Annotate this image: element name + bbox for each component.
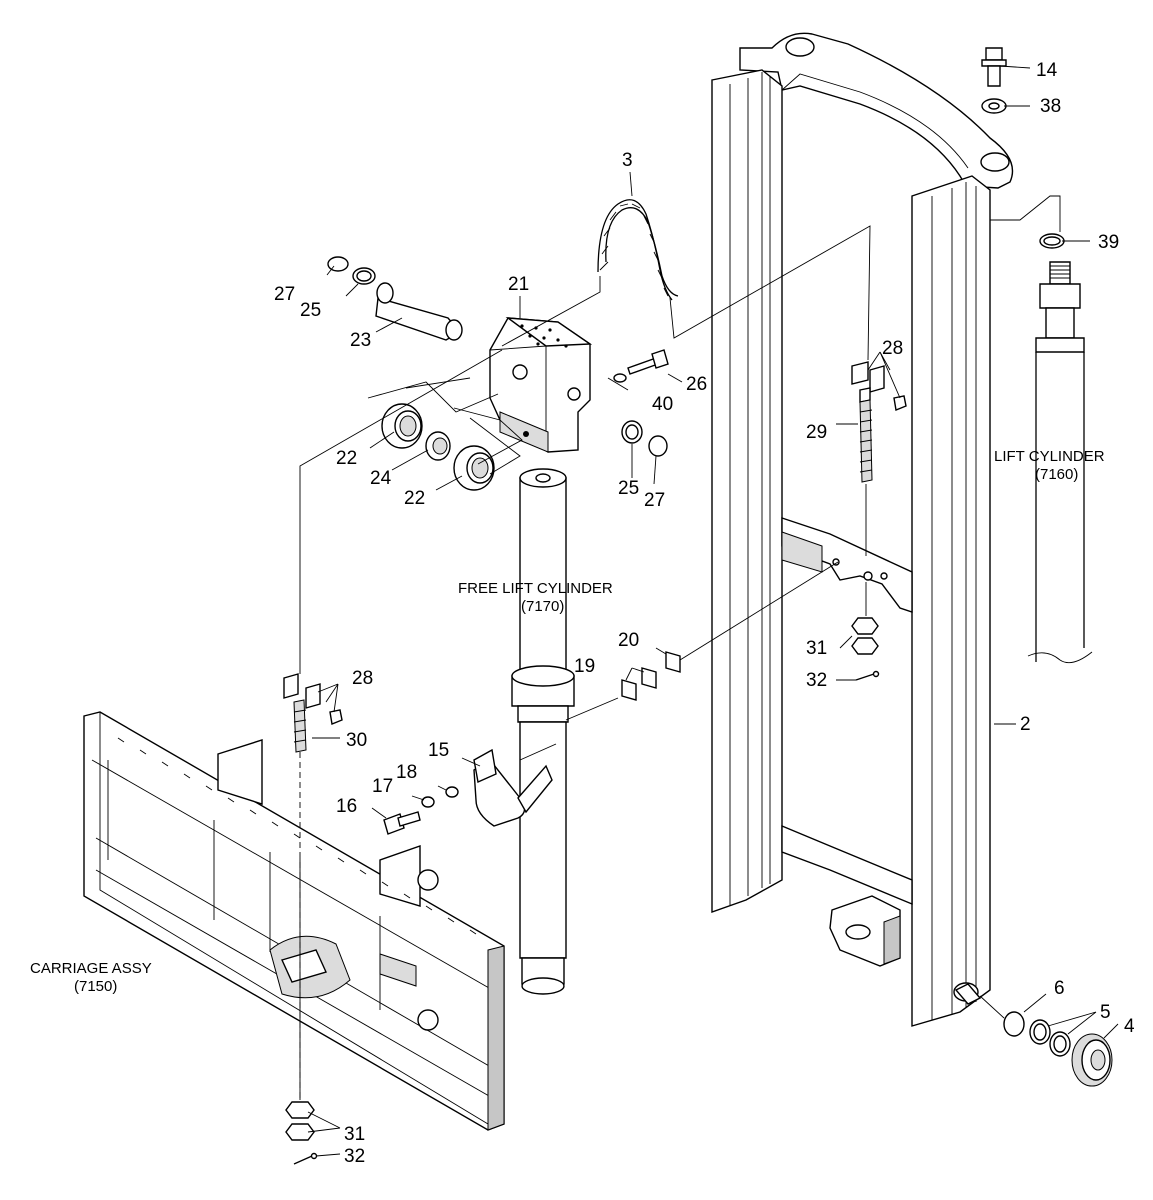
callout-16: 16 [336, 796, 357, 817]
callout-25-lower: 25 [618, 478, 639, 499]
callout-32-lower: 32 [344, 1146, 365, 1167]
callout-25-upper: 25 [300, 300, 321, 321]
callout-27-lower: 27 [644, 490, 665, 511]
callout-21: 21 [508, 274, 529, 295]
callout-38: 38 [1040, 96, 1061, 117]
callout-40: 40 [652, 394, 673, 415]
carriage-assy-code: (7150) [74, 978, 117, 995]
callout-26: 26 [686, 374, 707, 395]
callout-14: 14 [1036, 60, 1058, 81]
carriage-assembly [83, 711, 505, 1131]
callout-19: 19 [574, 656, 595, 677]
callout-32-middle: 32 [806, 670, 827, 691]
callout-15: 15 [428, 740, 449, 761]
lift-cylinder-code: (7160) [1035, 466, 1078, 483]
callout-6: 6 [1054, 978, 1065, 999]
callout-31-lower: 31 [344, 1124, 365, 1145]
small-parts [283, 47, 1113, 1165]
callout-24: 24 [370, 468, 392, 489]
callout-18: 18 [396, 762, 417, 783]
callout-30: 30 [346, 730, 367, 751]
callout-28-lower: 28 [352, 668, 373, 689]
callout-labels: 14 38 39 3 21 27 25 23 26 40 28 29 22 24… [274, 60, 1135, 1167]
callout-39: 39 [1098, 232, 1119, 253]
outer-mast-frame [711, 32, 1014, 1027]
chain-bracket [489, 317, 593, 453]
callout-2: 2 [1020, 714, 1031, 735]
callout-3: 3 [622, 150, 633, 171]
callout-22-upper: 22 [336, 448, 357, 469]
free-lift-cylinder-label: FREE LIFT CYLINDER [458, 580, 613, 597]
assembly-captions: LIFT CYLINDER (7160) FREE LIFT CYLINDER … [30, 448, 1105, 995]
callout-29: 29 [806, 422, 827, 443]
lift-chain [597, 199, 679, 301]
lift-cylinder [1027, 261, 1093, 664]
callout-23: 23 [350, 330, 371, 351]
leader-lines [299, 65, 1119, 1157]
lift-cylinder-label: LIFT CYLINDER [994, 448, 1105, 465]
free-lift-cylinder [511, 468, 575, 995]
callout-28-upper: 28 [882, 338, 903, 359]
callout-22-lower: 22 [404, 488, 425, 509]
callout-31-middle: 31 [806, 638, 827, 659]
free-lift-cylinder-code: (7170) [521, 598, 564, 615]
callout-5: 5 [1100, 1002, 1111, 1023]
callout-20: 20 [618, 630, 639, 651]
callout-17: 17 [372, 776, 393, 797]
callout-4: 4 [1124, 1016, 1135, 1037]
callout-27-upper: 27 [274, 284, 295, 305]
carriage-assy-label: CARRIAGE ASSY [30, 960, 152, 977]
